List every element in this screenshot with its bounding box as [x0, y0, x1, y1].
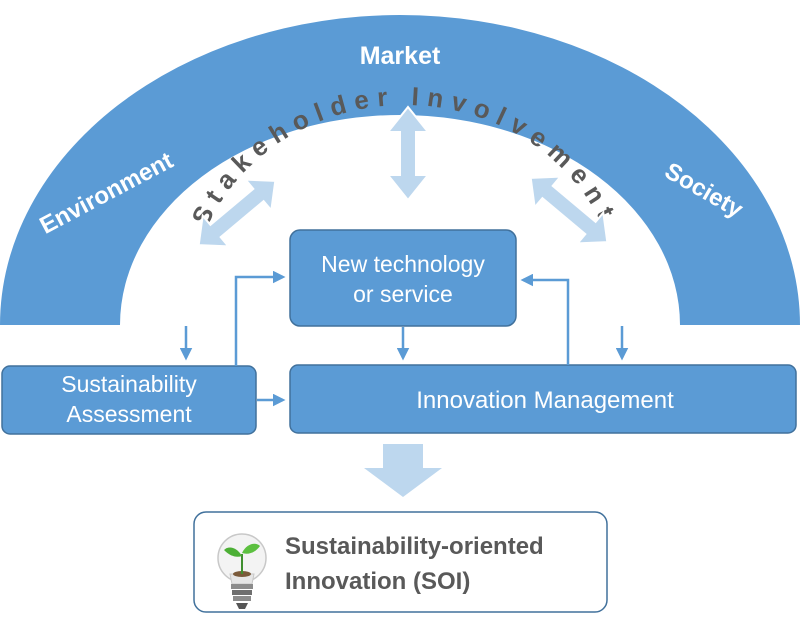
innovation-management-box — [289, 364, 797, 434]
stakeholder-arrow-right — [529, 175, 609, 245]
arrow-assessment-to-newtech — [234, 270, 286, 366]
assessment-line1: Sustainability — [61, 371, 197, 397]
innovation-management-label: Innovation Management — [416, 387, 674, 414]
soi-result-box — [193, 511, 608, 613]
assessment-line2: Assessment — [66, 401, 192, 427]
lightbulb-sprout-icon — [217, 533, 267, 609]
stakeholder-arrow-top — [385, 105, 431, 202]
market-label: Market — [360, 42, 441, 70]
sustainability-assessment-box — [1, 365, 257, 435]
new-technology-box — [289, 229, 517, 327]
new-technology-line1: New technology — [321, 251, 485, 277]
context-arc — [0, 15, 800, 325]
soi-line1: Sustainability-oriented — [285, 533, 544, 560]
new-technology-line2: or service — [353, 281, 453, 307]
arrow-innovation-to-newtech — [520, 273, 570, 365]
connector-arrows — [179, 270, 629, 407]
soi-line2: Innovation (SOI) — [285, 568, 470, 595]
result-down-arrow — [364, 444, 442, 497]
stakeholder-arrow-left — [197, 178, 277, 248]
